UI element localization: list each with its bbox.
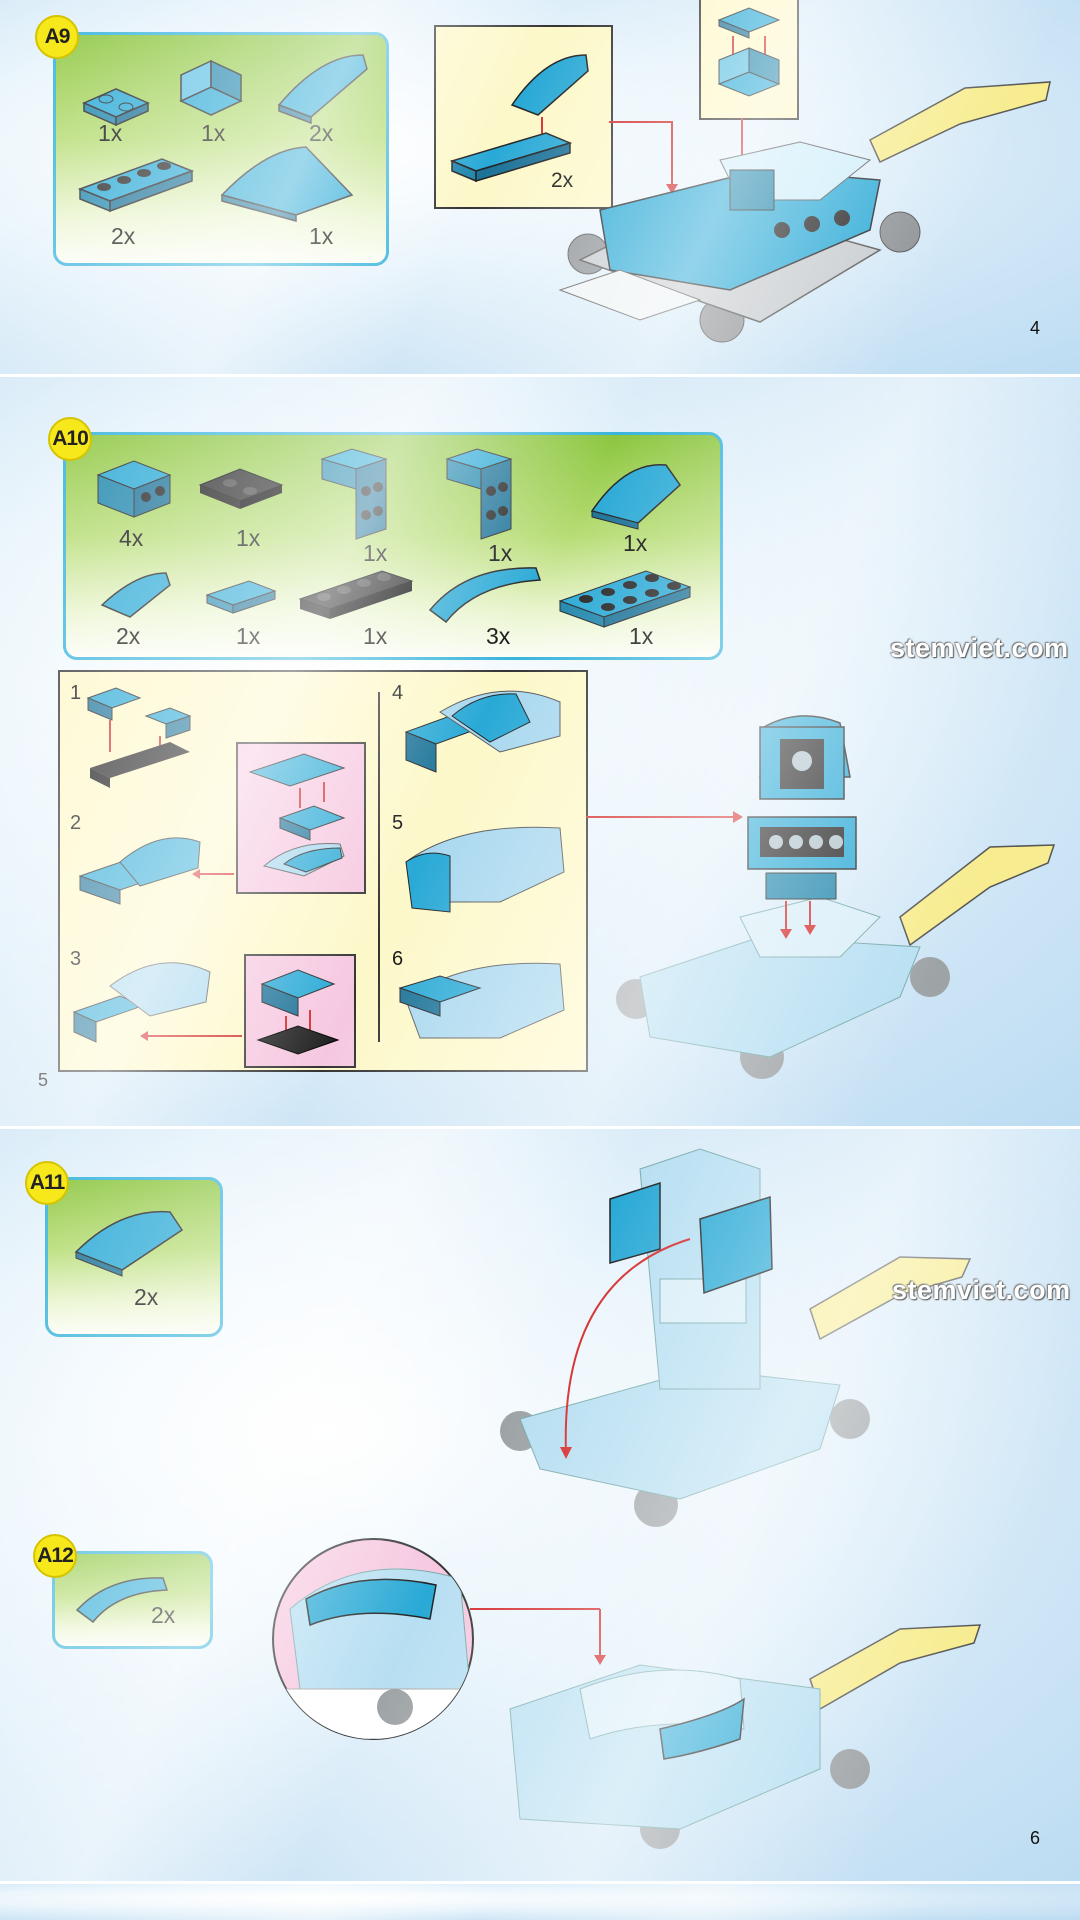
page-number: 6: [1030, 1828, 1041, 1848]
arch-curve-part: [428, 567, 542, 624]
step-badge-a11: A11: [25, 1161, 69, 1205]
callout-slope-on-plate: 2x: [434, 25, 613, 209]
substep-number: 5: [392, 812, 404, 834]
parts-list-a11: 2x: [45, 1177, 223, 1337]
bracket-2x2-part: [96, 460, 172, 518]
qty-label: 2x: [151, 1602, 176, 1628]
instruction-page-next: [0, 1884, 1080, 1920]
qty-label: 1x: [236, 623, 261, 649]
substep-number: 1: [70, 682, 82, 704]
brick-bracket-grille-part: [445, 448, 513, 540]
brick-bracket-part: [320, 448, 388, 540]
page-separator: [0, 1126, 1080, 1129]
sub-assembly-pink-2: [244, 954, 356, 1068]
substep-divider: [378, 692, 380, 1042]
qty-label: 2x: [134, 1284, 159, 1310]
curved-wedge-part: [590, 463, 681, 530]
slope-small-part: [100, 572, 171, 618]
black-plate-1x4-part: [298, 570, 414, 619]
callout-qty: 2x: [551, 169, 574, 192]
page-separator: [0, 1881, 1080, 1884]
bracket-plate-part: [179, 59, 243, 116]
qty-label: 2x: [309, 120, 334, 146]
page-number: 4: [1030, 318, 1041, 338]
plate-with-clips-part: [82, 88, 150, 127]
parts-list-a10: 4x 1x 1x 1x 1x 2x: [63, 432, 723, 660]
large-wedge-part: [220, 146, 354, 222]
substep-number: 3: [70, 948, 82, 970]
substep-number: 6: [392, 948, 404, 970]
model-diagram-a9: [558, 81, 1051, 343]
qty-label: 1x: [623, 530, 648, 556]
sub-assembly-pink-1: [236, 742, 366, 894]
model-diagram-a10: [586, 715, 1056, 1079]
curved-slope-part: [277, 54, 368, 125]
callout-clip-diagram: [717, 7, 781, 97]
arch-curve-part: [75, 1577, 169, 1624]
plate-1x4-part: [77, 158, 195, 213]
qty-label: 2x: [111, 223, 136, 249]
tile-1x2-part: [205, 580, 277, 614]
substeps-diagram: [72, 687, 565, 1043]
qty-label: 1x: [309, 223, 334, 249]
step-badge-a9: A9: [35, 15, 79, 59]
qty-label: 2x: [116, 623, 141, 649]
page-separator: [0, 374, 1080, 377]
plate-2x4-part: [558, 570, 692, 628]
substeps-box: 1 2 3 4 5 6: [58, 670, 588, 1072]
black-plate-2x2-part: [198, 468, 284, 509]
qty-label: 1x: [629, 623, 654, 649]
page-number: 5: [38, 1070, 49, 1090]
callout-clip-on-bracket: [699, 0, 799, 120]
qty-label: 1x: [363, 623, 388, 649]
curved-slope-part: [74, 1210, 184, 1277]
watermark: stemviet.com: [890, 633, 1069, 663]
callout-slope-diagram: [449, 54, 589, 183]
parts-list-a9: 1x 1x 2x 2x 1x: [53, 32, 389, 266]
pink-assembly-diagram: [256, 969, 340, 1055]
qty-label: 1x: [236, 525, 261, 551]
qty-label: 1x: [363, 540, 388, 566]
model-diagram-a12: [272, 1538, 982, 1849]
qty-label: 3x: [486, 623, 511, 649]
substep-number: 4: [392, 682, 404, 704]
substep-number: 2: [70, 812, 82, 834]
parts-list-a12: 2x: [52, 1551, 213, 1649]
step-badge-a10: A10: [48, 417, 92, 461]
pink-assembly-diagram: [248, 753, 346, 877]
instruction-page-a9: A9 1x 1x 2x 2x: [0, 0, 1080, 374]
qty-label: 1x: [98, 120, 123, 146]
watermark: stemviet.com: [892, 1275, 1071, 1305]
step-badge-a12: A12: [33, 1534, 77, 1578]
qty-label: 1x: [201, 120, 226, 146]
qty-label: 1x: [488, 540, 513, 566]
instruction-page-a10: A10 4x 1x 1x 1x 1x: [0, 377, 1080, 1126]
qty-label: 4x: [119, 525, 144, 551]
model-diagram-a11: [500, 1148, 972, 1527]
instruction-page-a11-a12: A11 2x stemviet.com A12 2x: [0, 1129, 1080, 1881]
